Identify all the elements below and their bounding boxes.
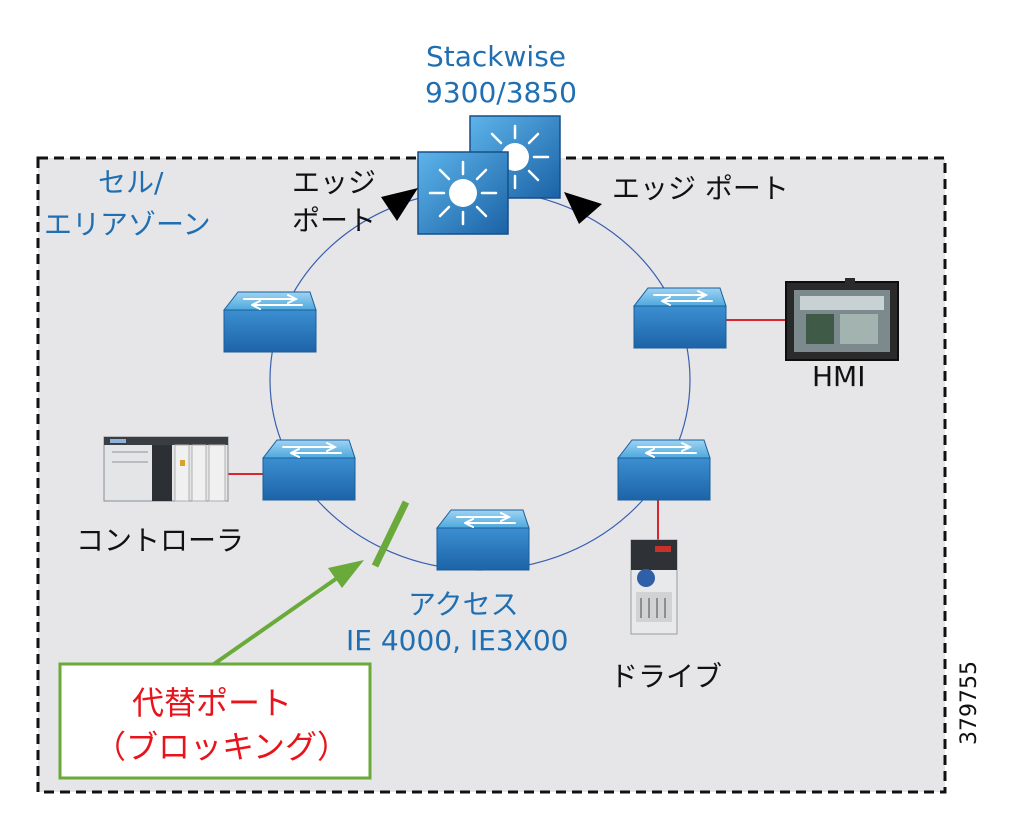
access-switch-bottom (436, 509, 530, 571)
core-title-line1: Stackwise (426, 40, 567, 73)
alternate-port-box (58, 662, 372, 780)
access-switch-left (262, 439, 356, 501)
drive-label: ドライブ (610, 660, 723, 693)
controller-device-icon (103, 436, 229, 502)
alternate-port-arrowhead-icon (328, 560, 364, 588)
edge-port-left-arrow-icon (381, 188, 418, 221)
edge-port-left-line1: エッジ (292, 166, 377, 199)
core-switch-front (416, 150, 510, 236)
access-label-line2: IE 4000, IE3X00 (346, 624, 569, 657)
alternate-port-marker (371, 500, 410, 568)
figure-id: 379755 (957, 661, 982, 745)
zone-label-line1: セル/ (98, 166, 164, 199)
drive-device-icon (630, 539, 678, 635)
access-switch-top-right (633, 287, 727, 349)
edge-port-right: エッジ ポート (612, 172, 789, 205)
hmi-device-icon (785, 278, 899, 361)
alternate-port-arrow-line (212, 574, 342, 666)
zone-label-line2: エリアゾーン (44, 208, 211, 241)
access-label-line1: アクセス (408, 588, 519, 621)
edge-port-right-arrow-icon (564, 192, 602, 224)
controller-label: コントローラ (76, 524, 245, 557)
alternate-port-label-line1: 代替ポート (132, 684, 293, 722)
access-switch-right (617, 439, 711, 501)
alternate-port-label-line2: （ブロッキング） (94, 728, 350, 766)
core-title-line2: 9300/3850 (425, 76, 577, 109)
edge-port-left-line2: ポート (292, 204, 377, 237)
access-switch-top-left (223, 291, 317, 353)
hmi-label: HMI (812, 360, 866, 393)
